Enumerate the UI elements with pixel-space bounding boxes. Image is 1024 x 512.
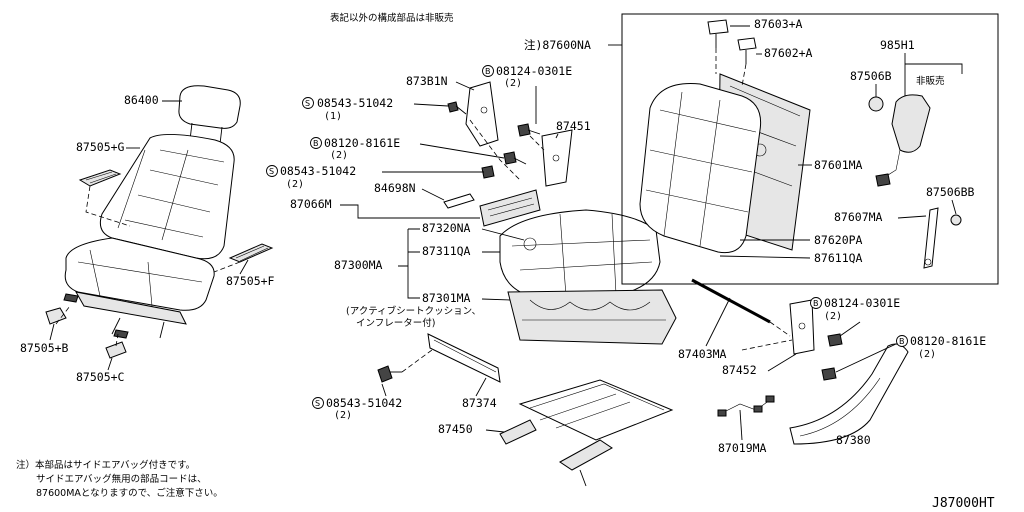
- label-87506bb: 87506BB: [926, 185, 975, 199]
- screw-mark-text-3: S: [315, 399, 320, 408]
- screw-mark-text-1: S: [305, 99, 310, 108]
- slide-rail-87450: [499, 379, 674, 487]
- label-985h1: 985H1: [880, 38, 915, 52]
- bolt-mark-08124-b: [810, 297, 822, 309]
- seatback-assembly-box: [621, 13, 999, 285]
- header-note: 表記以外の構成部品は非販売: [330, 12, 454, 24]
- cushion-frame-87301ma: [507, 289, 677, 345]
- screw-08543-a: [447, 101, 467, 115]
- label-87374: 87374: [462, 396, 497, 410]
- label-87601ma: 87601MA: [814, 158, 863, 172]
- screw-08543-b: [481, 165, 495, 179]
- label-87607ma: 87607MA: [834, 210, 883, 224]
- label-87602a: 87602+A: [764, 46, 813, 60]
- label-86400: 86400: [124, 93, 159, 107]
- label-87506b: 87506B: [850, 69, 892, 83]
- label-87019ma: 87019MA: [718, 441, 767, 455]
- bolt-08124-a: [517, 123, 541, 137]
- harness-87019ma: [717, 395, 775, 417]
- trim-87505-f: [228, 243, 274, 263]
- figure-code: J87000HT: [932, 496, 995, 511]
- bolt-mark-text-3: B: [813, 299, 819, 308]
- label-87505-c: 87505+C: [76, 370, 125, 384]
- nut-87506bb: [950, 214, 962, 226]
- label-08124-a-qty: (2): [504, 78, 522, 89]
- label-08543-b-qty: (2): [286, 179, 304, 190]
- label-87311qa: 87311QA: [422, 244, 471, 258]
- bolt-mark-08120-a: [310, 137, 322, 149]
- harness-84698n: [443, 193, 475, 209]
- label-08120-a: 08120-8161E: [324, 136, 400, 150]
- label-08120-b: 08120-8161E: [910, 334, 986, 348]
- bolt-mark-text-4: B: [899, 337, 905, 346]
- screw-08543-c: [377, 365, 402, 383]
- bolt-08120-a: [503, 151, 527, 165]
- label-87505-f: 87505+F: [226, 274, 275, 288]
- seatback-pad-87620pa: [639, 83, 762, 254]
- footnote-line-2: サイドエアバッグ無用の部品コードは、: [36, 473, 207, 485]
- screw-mark-08543-c: [312, 397, 324, 409]
- label-87505-b: 87505+B: [20, 341, 69, 355]
- trim-87505-g: [78, 169, 122, 187]
- footnote-line-1: 注）本部品はサイドエアバッグ付きです。: [16, 459, 195, 471]
- bracket-87452: [789, 299, 815, 355]
- label-873b1n: 873B1N: [406, 74, 448, 88]
- label-08124-b: 08124-0301E: [824, 296, 900, 310]
- label-08543-a-qty: (1): [324, 111, 342, 122]
- bracket-87607ma: [923, 207, 939, 269]
- label-84698n: 84698N: [374, 181, 416, 195]
- footnote-line-3: 87600MAとなりますので、ご注意下さい。: [36, 487, 223, 499]
- headrest-guide-87603: [707, 19, 729, 48]
- label-08543-c-qty: (2): [334, 410, 352, 421]
- bolt-mark-text-2: B: [313, 139, 319, 148]
- label-87611qa: 87611QA: [814, 251, 863, 265]
- bolt-mark-08120-b: [896, 335, 908, 347]
- label-08120-b-qty: (2): [918, 349, 936, 360]
- nut-87506b: [868, 96, 884, 112]
- bolt-08120-b: [821, 367, 837, 381]
- label-08124-a: 08124-0301E: [496, 64, 572, 78]
- label-87620pa: 87620PA: [814, 233, 863, 247]
- bolt-mark-text-1: B: [485, 67, 491, 76]
- label-08543-c: 08543-51042: [326, 396, 402, 410]
- bolt-mark-08124-a: [482, 65, 494, 77]
- bolt-08124-b: [827, 333, 843, 347]
- label-87451: 87451: [556, 119, 591, 133]
- label-87450: 87450: [438, 422, 473, 436]
- trim-87374: [427, 333, 501, 383]
- airbag-module-985h1: [875, 94, 931, 187]
- bracket-87451: [541, 129, 573, 187]
- label-87380: 87380: [836, 433, 871, 447]
- label-08543-a: 08543-51042: [317, 96, 393, 110]
- active-cushion-note-2: インフレーター付): [356, 318, 435, 329]
- label-87301ma: 87301MA: [422, 291, 471, 305]
- label-87603a: 87603+A: [754, 17, 803, 31]
- label-87600na: 注)87600NA: [524, 38, 591, 52]
- bracket-873b1n: [465, 81, 499, 147]
- label-87066m: 87066M: [290, 197, 332, 211]
- trim-87380: [789, 343, 909, 445]
- rod-87403ma: [691, 278, 771, 324]
- label-87505-g: 87505+G: [76, 140, 125, 154]
- screw-mark-08543-a: [302, 97, 314, 109]
- screw-mark-text-2: S: [269, 167, 274, 176]
- non-sale-note: 非販売: [916, 75, 945, 87]
- label-87320na: 87320NA: [422, 221, 471, 235]
- cushion-87300ma: [499, 209, 661, 299]
- label-87403ma: 87403MA: [678, 347, 727, 361]
- screw-mark-08543-b: [266, 165, 278, 177]
- trim-87505-b: [45, 307, 67, 325]
- module-87066m: [479, 189, 541, 227]
- label-08543-b: 08543-51042: [280, 164, 356, 178]
- label-08120-a-qty: (2): [330, 150, 348, 161]
- headrest-guide-87602: [737, 37, 757, 64]
- label-87452: 87452: [722, 363, 757, 377]
- label-87300ma: 87300MA: [334, 258, 383, 272]
- label-08124-b-qty: (2): [824, 311, 842, 322]
- active-cushion-note-1: (アクティブシートクッション、: [346, 305, 481, 317]
- assembled-seat-drawing: [63, 85, 241, 339]
